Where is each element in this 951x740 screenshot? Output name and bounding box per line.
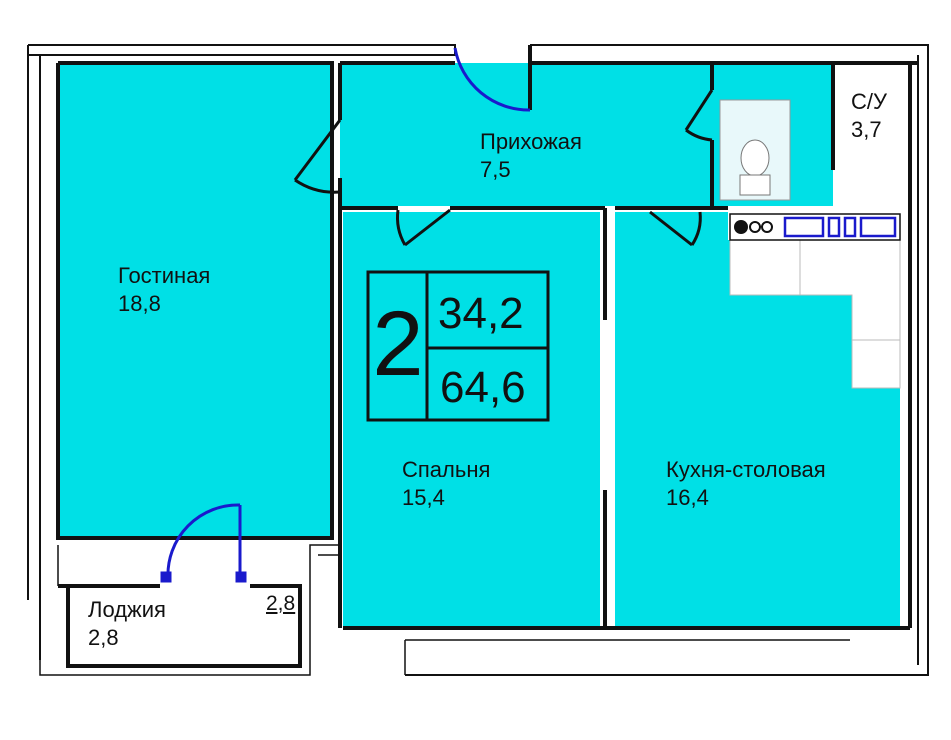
loggia-frame [39, 544, 850, 676]
kitchen-door-icon [649, 210, 702, 247]
living-room-floor [58, 63, 332, 538]
kitchen-counter [729, 239, 901, 389]
bathroom-door-icon [684, 89, 714, 142]
rooms-count: 2 [372, 293, 424, 395]
kitchen-label: Кухня-столовая 16,4 [666, 456, 826, 512]
loggia-label: Лоджия 2,8 [88, 596, 166, 652]
kitchen-floor [615, 212, 900, 628]
loggia-floor [68, 586, 300, 666]
loggia-area: 2,8 [88, 625, 119, 650]
living-door-icon [293, 119, 342, 194]
inner-walls [56, 61, 918, 668]
bedroom-area: 15,4 [402, 485, 445, 510]
kitchen-name: Кухня-столовая [666, 457, 826, 482]
bedroom-label: Спальня 15,4 [402, 456, 490, 512]
toilet-icon [739, 139, 771, 196]
hall-label: Прихожая 7,5 [480, 128, 582, 184]
living-area-total: 34,2 [438, 289, 524, 338]
bathroom-block [833, 63, 900, 206]
entrance-door-icon [453, 45, 532, 112]
bathroom-name: С/У [851, 89, 887, 114]
loggia-name: Лоджия [88, 597, 166, 622]
living-room-name: Гостиная [118, 263, 211, 288]
area-summary-table [366, 270, 550, 422]
living-room-area: 18,8 [118, 291, 161, 316]
loggia-area-tag: 2,8 [266, 592, 296, 615]
bathroom-label: С/У 3,7 [851, 88, 887, 144]
bathroom-area: 3,7 [851, 117, 882, 142]
bedroom-name: Спальня [402, 457, 491, 482]
hall-name: Прихожая [480, 129, 582, 154]
kitchen-area: 16,4 [666, 485, 709, 510]
stove-icon [729, 213, 901, 241]
outer-walls [27, 44, 929, 676]
living-room-label: Гостиная 18,8 [118, 262, 210, 318]
total-area: 64,6 [440, 363, 526, 412]
hall-area: 7,5 [480, 157, 511, 182]
loggia-door-icon [160, 503, 247, 583]
bedroom-door-icon [396, 208, 451, 247]
